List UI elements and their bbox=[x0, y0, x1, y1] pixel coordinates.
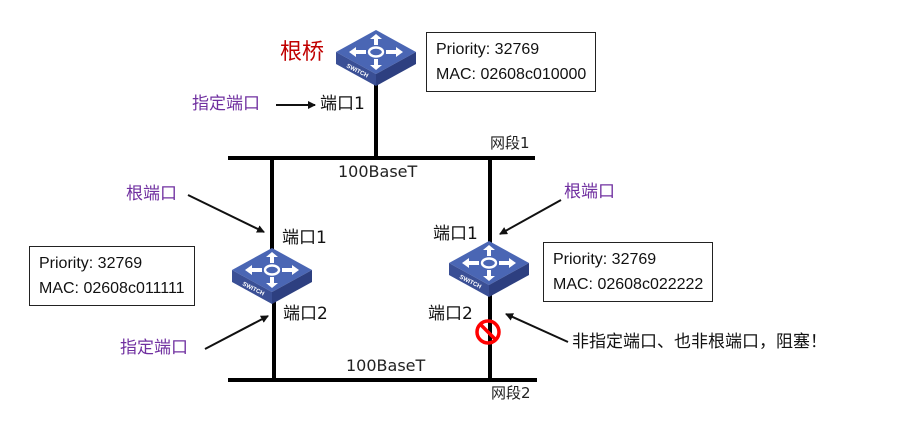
right-switch-info-box: Priority: 32769 MAC: 02608c022222 bbox=[543, 242, 714, 302]
right-switch-priority: Priority: 32769 bbox=[553, 251, 657, 268]
arrow-left-designated bbox=[204, 315, 269, 350]
arrow-blocked-note bbox=[505, 313, 569, 343]
left-switch-icon[interactable] bbox=[230, 246, 314, 306]
arrow-right-root-port bbox=[499, 199, 562, 235]
root-bridge-port1-label: 端口1 bbox=[320, 94, 365, 114]
right-switch-icon[interactable] bbox=[447, 239, 531, 299]
segment-1-label: 网段1 bbox=[490, 134, 530, 152]
left-switch-port2-label: 端口2 bbox=[283, 304, 328, 324]
segment-2-label: 网段2 bbox=[491, 384, 531, 402]
left-switch-mac: MAC: 02608c011111 bbox=[39, 280, 185, 297]
root-bridge-priority: Priority: 32769 bbox=[436, 41, 540, 58]
root-bridge-switch-icon[interactable] bbox=[334, 28, 418, 88]
left-switch-info-box: Priority: 32769 MAC: 02608c011111 bbox=[29, 246, 195, 306]
right-switch-port1-role: 根端口 bbox=[564, 182, 615, 202]
root-bridge-mac: MAC: 02608c010000 bbox=[436, 66, 587, 83]
left-switch-port1-role: 根端口 bbox=[126, 184, 177, 204]
root-bridge-info-box: Priority: 32769 MAC: 02608c010000 bbox=[426, 32, 597, 92]
arrow-left-root-port bbox=[187, 194, 265, 233]
blocked-port-note: 非指定端口、也非根端口，阻塞！ bbox=[572, 332, 827, 352]
segment-1-media: 100BaseT bbox=[338, 162, 418, 181]
left-switch-port2-role: 指定端口 bbox=[120, 338, 188, 358]
blocked-icon bbox=[475, 319, 501, 345]
right-switch-port2-label: 端口2 bbox=[428, 304, 473, 324]
right-switch-port1-label: 端口1 bbox=[433, 224, 478, 244]
segment-2-media: 100BaseT bbox=[346, 356, 426, 375]
right-switch-mac: MAC: 02608c022222 bbox=[553, 276, 704, 293]
root-bridge-port1-role: 指定端口 bbox=[192, 94, 260, 114]
left-switch-port1-label: 端口1 bbox=[282, 228, 327, 248]
left-switch-priority: Priority: 32769 bbox=[39, 255, 143, 272]
root-bridge-label: 根桥 bbox=[280, 40, 325, 65]
